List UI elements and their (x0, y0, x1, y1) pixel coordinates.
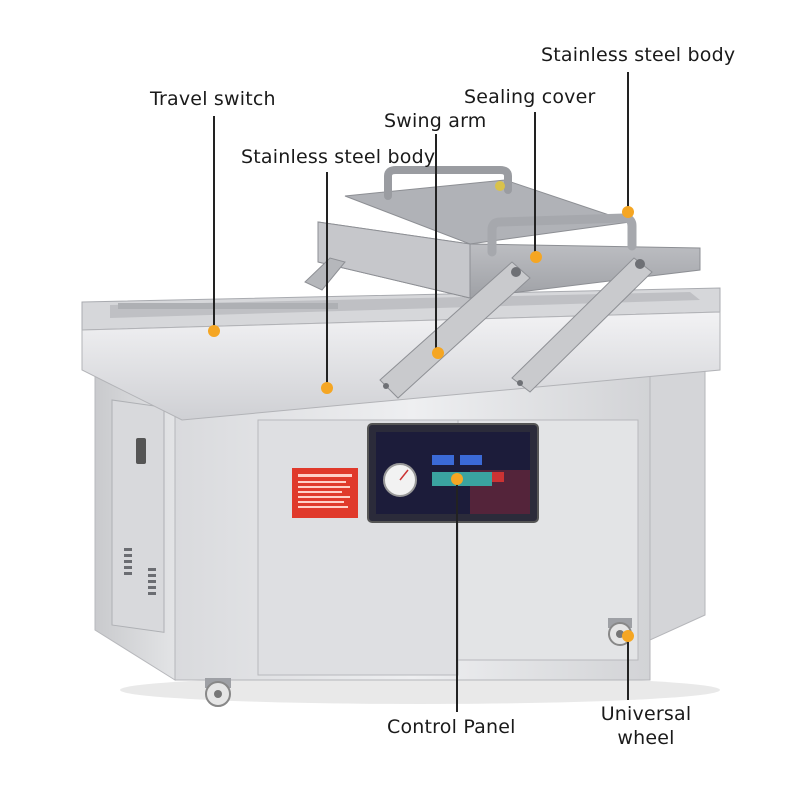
side-vents (124, 548, 156, 595)
cover-indicator (495, 181, 505, 191)
swing-arm-right (511, 257, 653, 393)
control-indicator (492, 472, 504, 482)
control-display-1 (432, 455, 454, 465)
label-universal-wheel: Universal wheel (596, 702, 696, 750)
label-sealing-cover: Sealing cover (464, 86, 596, 108)
floor-shadow (120, 676, 720, 704)
label-universal-wheel-line2: wheel (617, 727, 675, 749)
arm-pivot-1 (511, 267, 521, 277)
arm-pivot-2 (635, 259, 645, 269)
leader-lines (213, 72, 629, 712)
label-swing-arm: Swing arm (384, 110, 487, 132)
swing-arm-rear (304, 257, 346, 291)
side-door (111, 399, 165, 633)
marker-control-panel (451, 473, 463, 485)
swing-arm-left (379, 261, 531, 399)
marker-travel-switch (208, 325, 220, 337)
label-stainless-body-top-right: Stainless steel body (541, 44, 736, 66)
label-stainless-body-middle: Stainless steel body (241, 146, 436, 168)
arm-pivot-3 (383, 383, 389, 389)
part-markers (208, 206, 634, 642)
control-display-2 (460, 455, 482, 465)
arm-pivot-4 (517, 380, 523, 386)
label-travel-switch: Travel switch (150, 88, 276, 110)
marker-universal-wheel (622, 630, 634, 642)
cover-handle-back (384, 166, 512, 200)
label-control-panel: Control Panel (387, 716, 516, 738)
marker-stainless-body-middle (321, 382, 333, 394)
marker-sealing-cover (530, 251, 542, 263)
gauge-needle (399, 469, 409, 481)
seal-bar (118, 303, 338, 309)
sealing-cover-face (317, 221, 471, 299)
marker-stainless-body-top-right (622, 206, 634, 218)
side-lock (136, 438, 146, 464)
marker-swing-arm (432, 347, 444, 359)
cover-handle-front (487, 213, 637, 257)
cabinet-right-side (649, 349, 706, 641)
chamber-basin (110, 292, 700, 318)
warning-label-text-lines (298, 474, 352, 508)
label-universal-wheel-line1: Universal (600, 703, 692, 725)
wheel-front-left (205, 678, 231, 707)
